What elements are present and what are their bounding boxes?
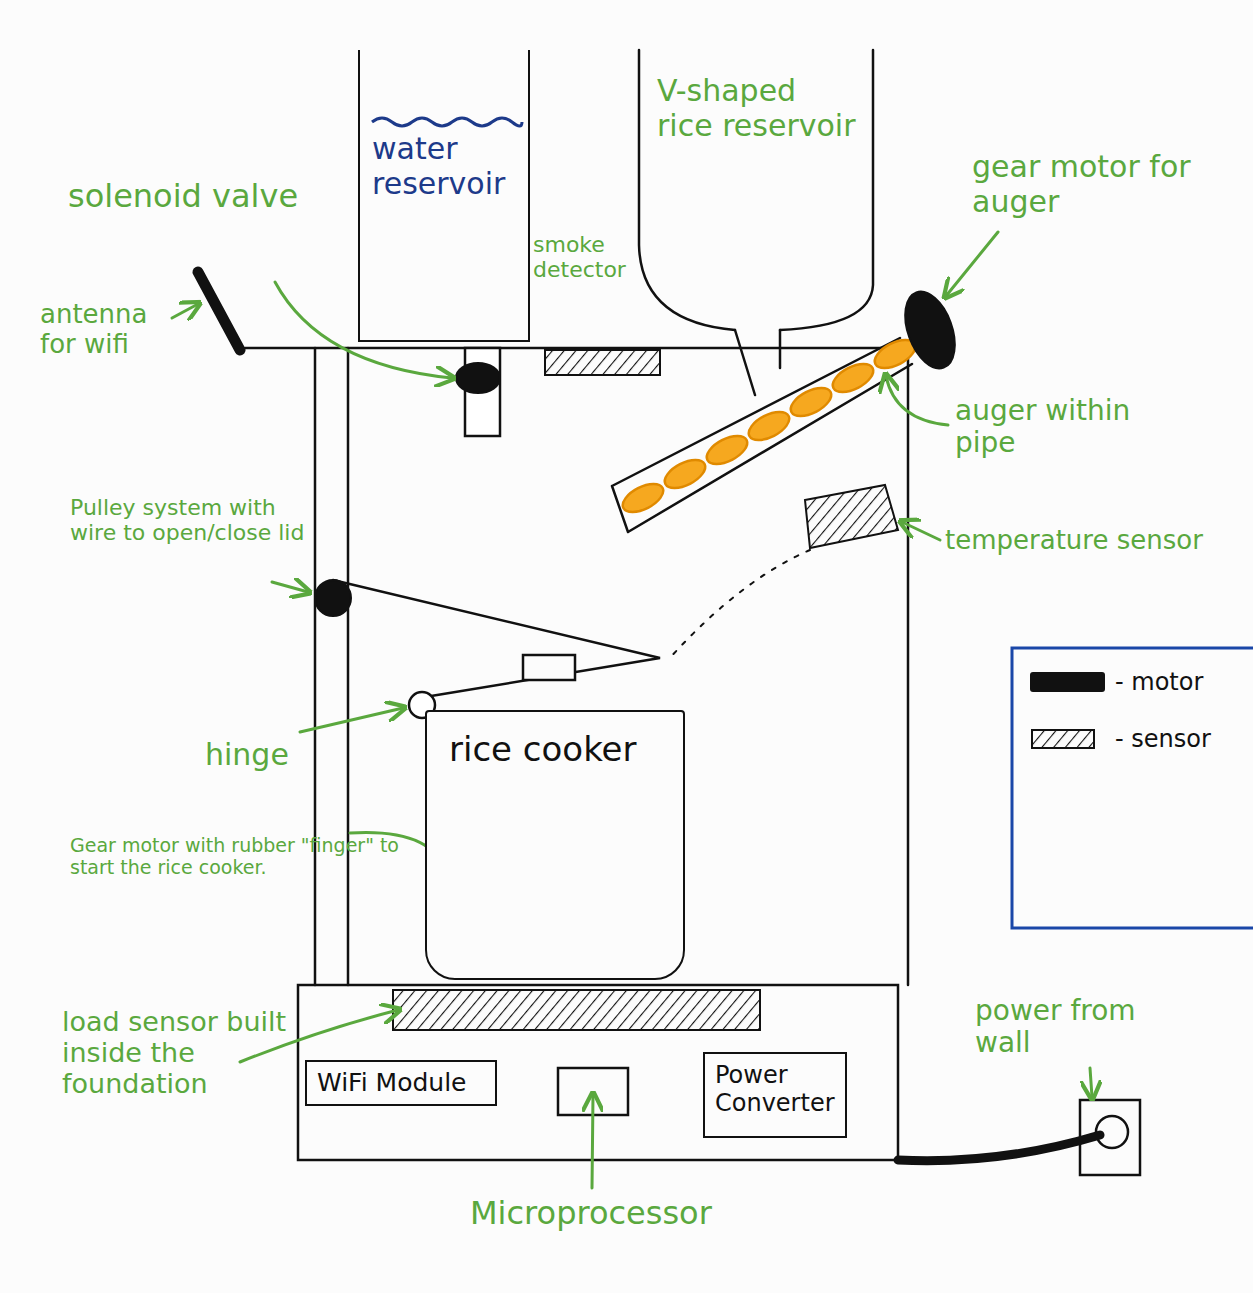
housing-wall	[347, 348, 350, 985]
leader-line	[172, 304, 198, 318]
callout-label: hinge	[205, 738, 325, 773]
pulley	[315, 580, 351, 616]
power-cable	[898, 1135, 1100, 1161]
callout-label: temperature sensor	[945, 526, 1240, 556]
wifi-antenna	[198, 272, 240, 350]
power-converter: Power Converter	[703, 1052, 847, 1138]
leader-line	[946, 232, 998, 296]
leader-line	[1090, 1068, 1092, 1097]
sketch-part	[172, 232, 1092, 1188]
auger-flight	[618, 478, 667, 518]
load-sensor	[393, 990, 760, 1030]
rice-reservoir: V-shaped rice reservoir	[637, 50, 877, 335]
node-text: rice cooker	[449, 730, 661, 769]
water-reservoir: water reservoir	[358, 50, 530, 342]
auger-flight	[744, 406, 793, 446]
node-text: water reservoir	[372, 132, 516, 201]
housing-wall	[314, 348, 317, 985]
rice-chute	[735, 330, 780, 395]
callout-label: power from wall	[975, 995, 1145, 1059]
legend-sensor-swatch	[1032, 730, 1094, 748]
legend-frame	[1012, 648, 1253, 928]
node-text: Power Converter	[715, 1062, 835, 1117]
auger-gear-motor	[896, 285, 965, 375]
leader-line	[272, 582, 308, 592]
leader-line	[592, 1095, 593, 1188]
callout-label: antenna for wifi	[40, 300, 180, 360]
legend-swatch	[1030, 672, 1105, 692]
temperature-sensor	[805, 485, 898, 548]
reservoir-wall	[639, 50, 873, 330]
callout-label: load sensor built inside the foundation	[62, 1006, 294, 1099]
leader-line	[300, 708, 403, 732]
smoke-detector	[545, 350, 660, 375]
callout-label: Microprocessor	[470, 1195, 770, 1232]
callout-label: auger within pipe	[955, 395, 1185, 459]
leader-line	[902, 522, 940, 540]
legend-text: - motor	[1115, 668, 1203, 696]
callout-label: gear motor for auger	[972, 150, 1234, 219]
water-surface	[372, 118, 522, 126]
node-text: WiFi Module	[317, 1069, 485, 1098]
callout-label: Gear motor with rubber "finger" to start…	[70, 835, 415, 879]
auger-flight	[828, 358, 877, 398]
housing-wall	[907, 348, 910, 985]
callout-label: Pulley system with wire to open/close li…	[70, 495, 310, 546]
lid-swing-path	[668, 550, 810, 660]
rice-cooker: rice cooker	[425, 710, 685, 980]
lid	[333, 580, 660, 697]
callout-label: smoke detector	[533, 232, 633, 283]
wifi-module: WiFi Module	[305, 1060, 497, 1106]
auger-flight	[786, 382, 835, 422]
lid-handle	[523, 655, 575, 680]
leader-line	[886, 376, 948, 425]
node-text: V-shaped rice reservoir	[657, 74, 857, 143]
auger-flight	[660, 454, 709, 494]
leader-line	[275, 282, 452, 378]
callout-label: solenoid valve	[68, 178, 338, 215]
auger-flight	[702, 430, 751, 470]
solenoid-valve	[456, 363, 500, 393]
legend-text: - sensor	[1115, 725, 1211, 753]
